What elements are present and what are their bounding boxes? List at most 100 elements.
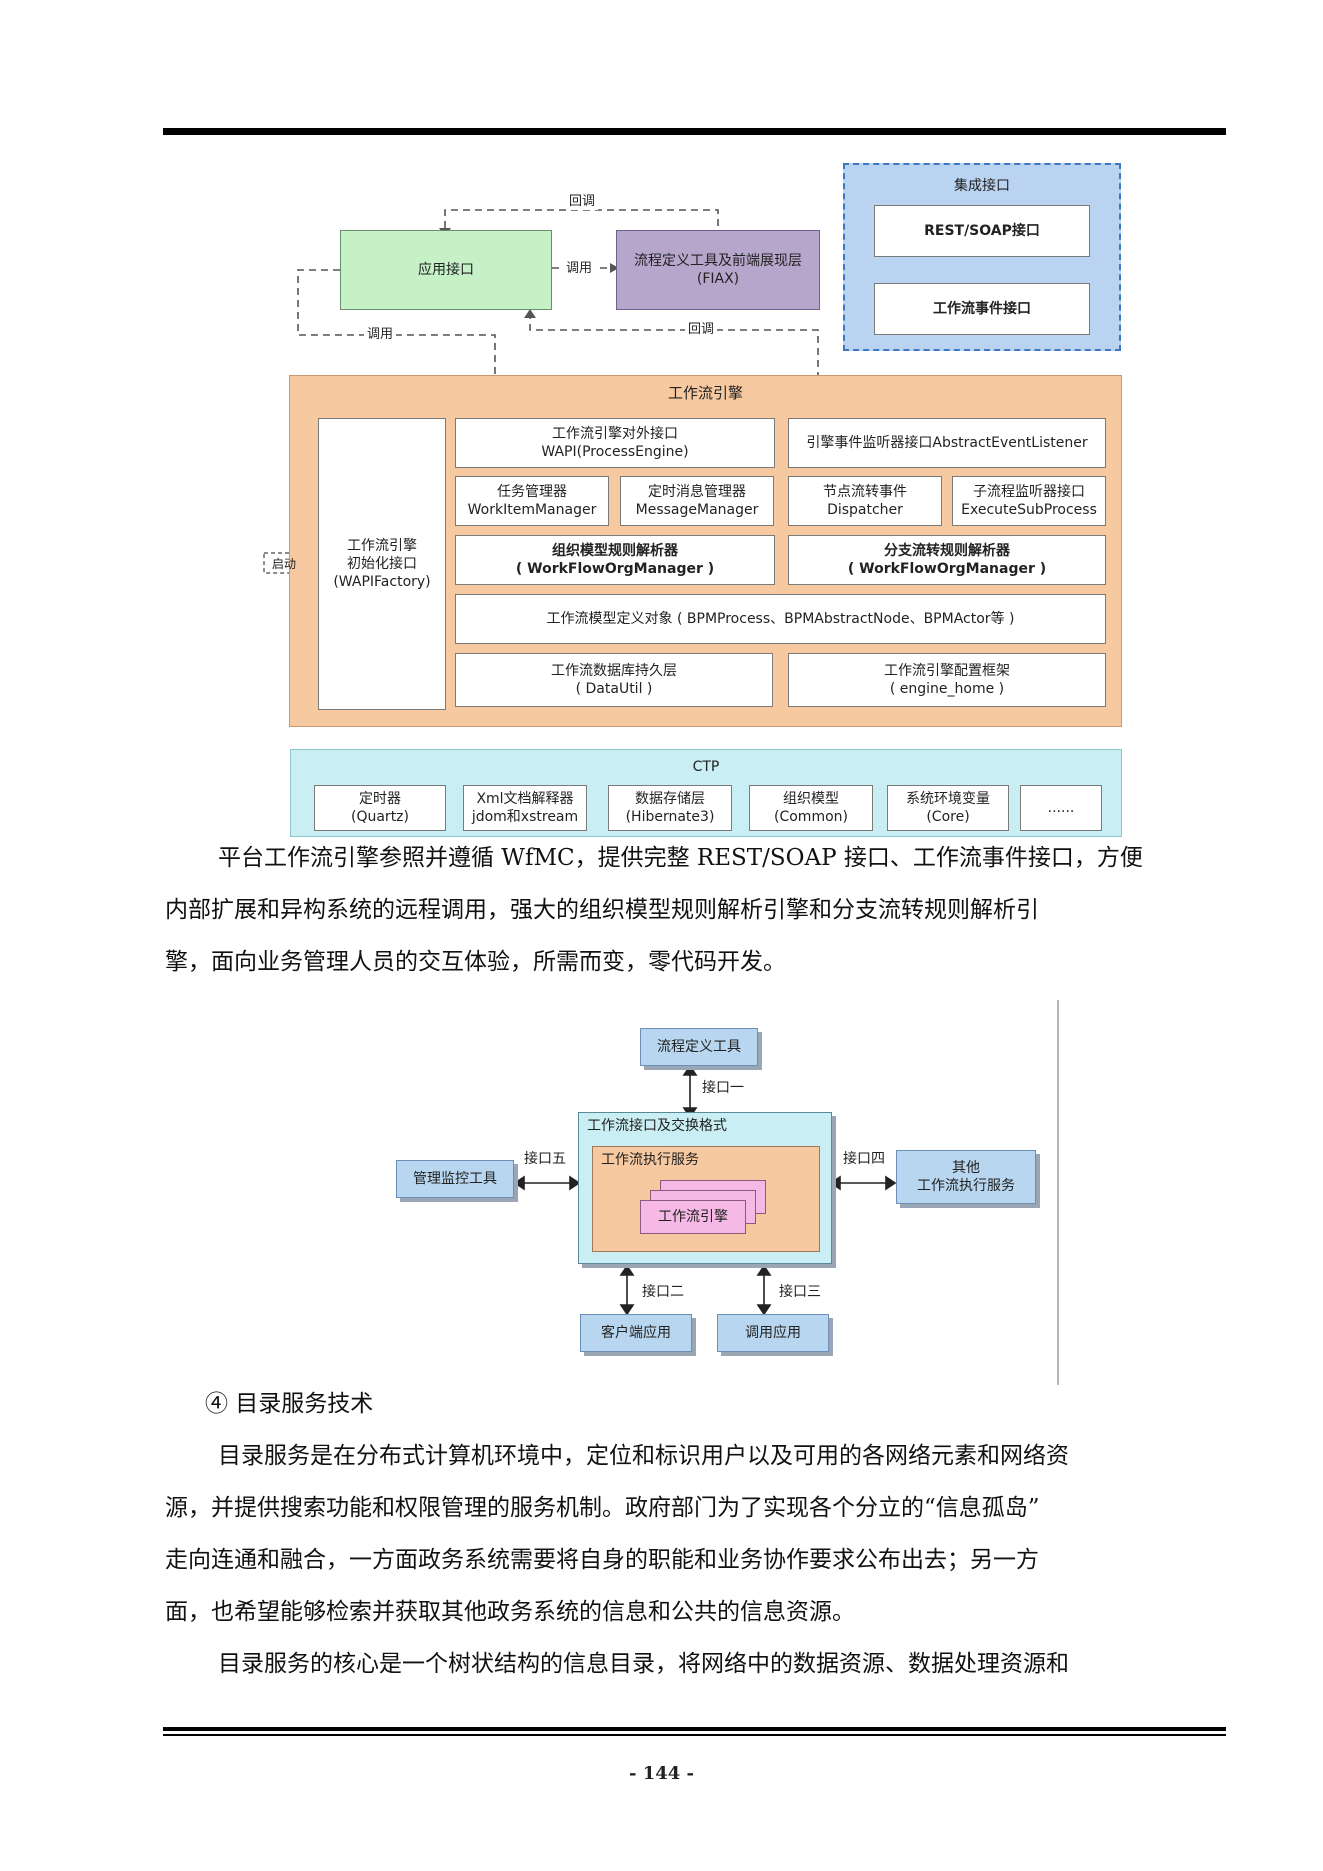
section-heading: ④ 目录服务技术 bbox=[165, 1378, 1225, 1430]
ctp-item-sublabel: (Common) bbox=[774, 809, 848, 825]
process-definition-tool-label: 流程定义工具 bbox=[657, 1039, 741, 1055]
engine-config-label-2: ( engine_home ) bbox=[889, 681, 1005, 697]
integration-title: 集成接口 bbox=[954, 178, 1010, 194]
ctp-item-label: 组织模型 bbox=[783, 791, 839, 807]
callback-top-label: 回调 bbox=[566, 194, 599, 210]
workflow-engine-title: 工作流引擎 bbox=[667, 384, 743, 402]
engine-init-label-1: 工作流引擎 bbox=[347, 538, 417, 554]
message-manager-label-2: MessageManager bbox=[635, 502, 759, 518]
ctp-item-sublabel: (Core) bbox=[926, 809, 970, 825]
text-line: 平台工作流引擎参照并遵循 WfMC，提供完整 REST/SOAP 接口、工作流事… bbox=[218, 845, 1143, 871]
ctp-item-common: 组织模型 (Common) bbox=[749, 785, 873, 831]
ctp-item-xml: Xml文档解释器 jdom和xstream bbox=[463, 785, 587, 831]
header-rule bbox=[163, 128, 1226, 135]
ctp-item-sublabel: (Hibernate3) bbox=[625, 809, 715, 825]
org-model-parser-box: 组织模型规则解析器 ( WorkFlowOrgManager ) bbox=[455, 535, 775, 585]
subprocess-label-1: 子流程监听器接口 bbox=[973, 484, 1085, 500]
branch-parser-label-2: ( WorkFlowOrgManager ) bbox=[847, 561, 1047, 577]
branch-parser-label-1: 分支流转规则解析器 bbox=[884, 543, 1010, 559]
task-manager-label-1: 任务管理器 bbox=[497, 484, 567, 500]
rest-soap-label: REST/SOAP接口 bbox=[924, 223, 1040, 239]
text-line: 目录服务的核心是一个树状结构的信息目录，将网络中的数据资源、数据处理资源和 bbox=[218, 1651, 1069, 1677]
flow-tool-sublabel: (FIAX) bbox=[696, 271, 740, 287]
ctp-item-label: Xml文档解释器 bbox=[476, 791, 574, 807]
ctp-item-core: 系统环境变量 (Core) bbox=[887, 785, 1009, 831]
heading-text: ④ 目录服务技术 bbox=[205, 1391, 374, 1417]
wapi-box: 工作流引擎对外接口 WAPI(ProcessEngine) bbox=[455, 418, 775, 468]
text-line: 源，并提供搜索功能和权限管理的服务机制。政府部门为了实现各个分立的“信息孤岛” bbox=[165, 1495, 1040, 1521]
process-definition-tool-box: 流程定义工具 bbox=[640, 1028, 758, 1066]
workflow-event-label: 工作流事件接口 bbox=[933, 301, 1031, 317]
db-persistence-box: 工作流数据库持久层 ( DataUtil ) bbox=[455, 653, 773, 707]
paragraph-directory-core: 目录服务的核心是一个树状结构的信息目录，将网络中的数据资源、数据处理资源和 bbox=[165, 1638, 1225, 1690]
other-execution-service-label-1: 其他 bbox=[952, 1160, 980, 1176]
engine-init-label-2: 初始化接口 bbox=[347, 556, 417, 572]
flow-tool-box: 流程定义工具及前端展现层 (FIAX) bbox=[616, 230, 820, 310]
org-model-parser-label-1: 组织模型规则解析器 bbox=[552, 543, 678, 559]
task-manager-box: 任务管理器 WorkItemManager bbox=[455, 476, 609, 526]
interface-exchange-title: 工作流接口及交换格式 bbox=[587, 1118, 727, 1134]
workflow-engine-label: 工作流引擎 bbox=[658, 1209, 728, 1225]
paragraph-directory-service: 目录服务是在分布式计算机环境中，定位和标识用户以及可用的各网络元素和网络资 源，… bbox=[165, 1430, 1225, 1638]
invoked-application-label: 调用应用 bbox=[745, 1325, 801, 1341]
interface-3-label: 接口三 bbox=[779, 1284, 821, 1300]
interface-4-label: 接口四 bbox=[843, 1151, 885, 1167]
rest-soap-box: REST/SOAP接口 bbox=[874, 205, 1090, 257]
db-persistence-label-2: ( DataUtil ) bbox=[575, 681, 653, 697]
event-listener-box: 引擎事件监听器接口AbstractEventListener bbox=[788, 418, 1106, 468]
wapi-label-1: 工作流引擎对外接口 bbox=[552, 426, 678, 442]
interface-5-label: 接口五 bbox=[524, 1151, 566, 1167]
wapi-label-2: WAPI(ProcessEngine) bbox=[541, 444, 689, 460]
dispatcher-label-1: 节点流转事件 bbox=[823, 484, 907, 500]
dispatcher-label-2: Dispatcher bbox=[827, 502, 903, 518]
text-line: 面，也希望能够检索并获取其他政务系统的信息和公共的信息资源。 bbox=[165, 1599, 855, 1625]
flow-tool-label: 流程定义工具及前端展现层 bbox=[634, 253, 802, 269]
branch-parser-box: 分支流转规则解析器 ( WorkFlowOrgManager ) bbox=[788, 535, 1106, 585]
interface-1-label: 接口一 bbox=[702, 1080, 744, 1096]
ctp-title: CTP bbox=[692, 759, 720, 775]
ctp-item-label: 数据存储层 bbox=[635, 791, 705, 807]
org-model-parser-label-2: ( WorkFlowOrgManager ) bbox=[515, 561, 715, 577]
text-line: 目录服务是在分布式计算机环境中，定位和标识用户以及可用的各网络元素和网络资 bbox=[218, 1443, 1069, 1469]
client-application-label: 客户端应用 bbox=[601, 1325, 671, 1341]
footer-rule-thick bbox=[163, 1727, 1226, 1731]
text-line: 擎，面向业务管理人员的交互体验，所需而变，零代码开发。 bbox=[165, 949, 786, 975]
model-definition-label: 工作流模型定义对象 ( BPMProcess、BPMAbstractNode、B… bbox=[546, 611, 1015, 627]
ctp-item-label: 定时器 bbox=[359, 791, 401, 807]
ctp-item-label: 系统环境变量 bbox=[906, 791, 990, 807]
ctp-item-sublabel: (Quartz) bbox=[351, 809, 409, 825]
management-monitor-tool-box: 管理监控工具 bbox=[396, 1160, 514, 1198]
text-line: 走向连通和融合，一方面政务系统需要将自身的职能和业务协作要求公布出去；另一方 bbox=[165, 1547, 1039, 1573]
ctp-item-sublabel: jdom和xstream bbox=[471, 809, 579, 825]
engine-init-label-3: (WAPIFactory) bbox=[333, 574, 431, 590]
management-monitor-tool-label: 管理监控工具 bbox=[413, 1171, 497, 1187]
message-manager-label-1: 定时消息管理器 bbox=[648, 484, 746, 500]
paragraph-workflow-engine: 平台工作流引擎参照并遵循 WfMC，提供完整 REST/SOAP 接口、工作流事… bbox=[165, 832, 1225, 988]
execution-service-title: 工作流执行服务 bbox=[601, 1152, 699, 1168]
app-interface-label: 应用接口 bbox=[418, 262, 474, 278]
text-line: 内部扩展和异构系统的远程调用，强大的组织模型规则解析引擎和分支流转规则解析引 bbox=[165, 897, 1039, 923]
call-mid-label: 调用 bbox=[563, 261, 596, 277]
interface-2-label: 接口二 bbox=[642, 1284, 684, 1300]
event-listener-label: 引擎事件监听器接口AbstractEventListener bbox=[806, 435, 1088, 451]
callback-mid-label: 回调 bbox=[685, 322, 718, 338]
dispatcher-box: 节点流转事件 Dispatcher bbox=[788, 476, 942, 526]
ctp-item-quartz: 定时器 (Quartz) bbox=[314, 785, 446, 831]
engine-config-box: 工作流引擎配置框架 ( engine_home ) bbox=[788, 653, 1106, 707]
subprocess-label-2: ExecuteSubProcess bbox=[961, 502, 1097, 518]
workflow-event-box: 工作流事件接口 bbox=[874, 283, 1090, 335]
call-left-label: 调用 bbox=[364, 327, 397, 343]
model-definition-box: 工作流模型定义对象 ( BPMProcess、BPMAbstractNode、B… bbox=[455, 594, 1106, 644]
execution-service-panel: 工作流执行服务 bbox=[592, 1146, 820, 1252]
page-number: - 144 - bbox=[628, 1763, 695, 1784]
engine-config-label-1: 工作流引擎配置框架 bbox=[884, 663, 1010, 679]
client-application-box: 客户端应用 bbox=[580, 1314, 692, 1352]
ctp-item-hibernate: 数据存储层 (Hibernate3) bbox=[608, 785, 732, 831]
invoked-application-box: 调用应用 bbox=[717, 1314, 829, 1352]
workflow-engine-box: 工作流引擎 bbox=[640, 1200, 746, 1234]
other-execution-service-label-2: 工作流执行服务 bbox=[917, 1178, 1015, 1194]
ctp-item-more: ...... bbox=[1020, 785, 1102, 831]
task-manager-label-2: WorkItemManager bbox=[467, 502, 597, 518]
app-interface-box: 应用接口 bbox=[340, 230, 552, 310]
subprocess-box: 子流程监听器接口 ExecuteSubProcess bbox=[952, 476, 1106, 526]
